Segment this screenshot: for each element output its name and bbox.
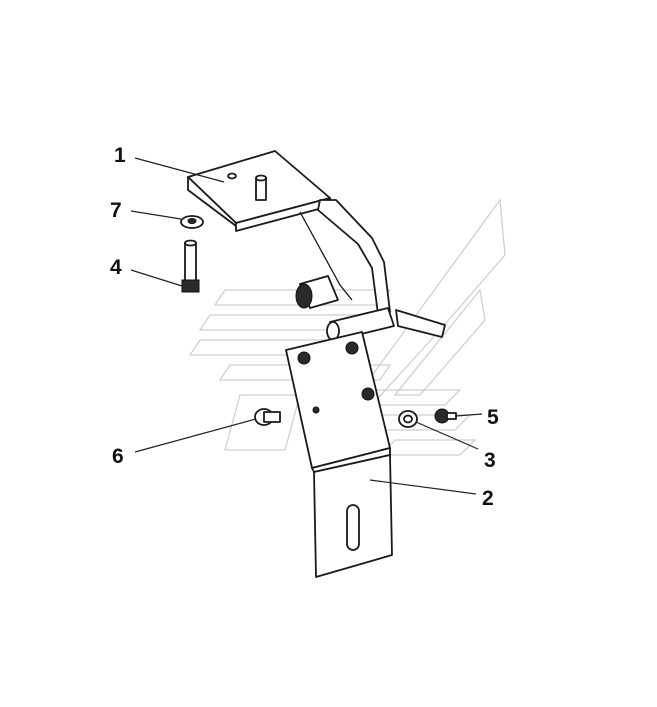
leader-1 — [134, 157, 225, 183]
callout-6: 6 — [112, 445, 124, 468]
leader-6 — [134, 418, 257, 453]
leader-lines — [130, 157, 483, 495]
part-4-bolt — [181, 239, 200, 293]
leader-4 — [130, 269, 183, 287]
part-6-pin — [254, 408, 281, 426]
part-2-lower-plate — [285, 331, 393, 578]
callout-2: 2 — [482, 487, 494, 510]
part-7-washer — [180, 215, 204, 229]
callout-5: 5 — [487, 406, 499, 429]
callout-labels: 1 2 3 4 5 6 7 — [110, 144, 499, 510]
callout-1: 1 — [114, 144, 126, 167]
part-1-upper-bracket — [187, 150, 391, 315]
leader-3 — [415, 421, 479, 450]
callout-3: 3 — [484, 449, 496, 472]
leader-5 — [455, 413, 483, 417]
callout-7: 7 — [110, 199, 122, 222]
part-roller-assembly — [295, 275, 446, 341]
part-3-nut — [398, 410, 418, 428]
callout-4: 4 — [110, 256, 122, 279]
leader-2 — [369, 479, 477, 495]
leader-7 — [130, 210, 182, 220]
part-5-small-bolt — [434, 408, 457, 424]
